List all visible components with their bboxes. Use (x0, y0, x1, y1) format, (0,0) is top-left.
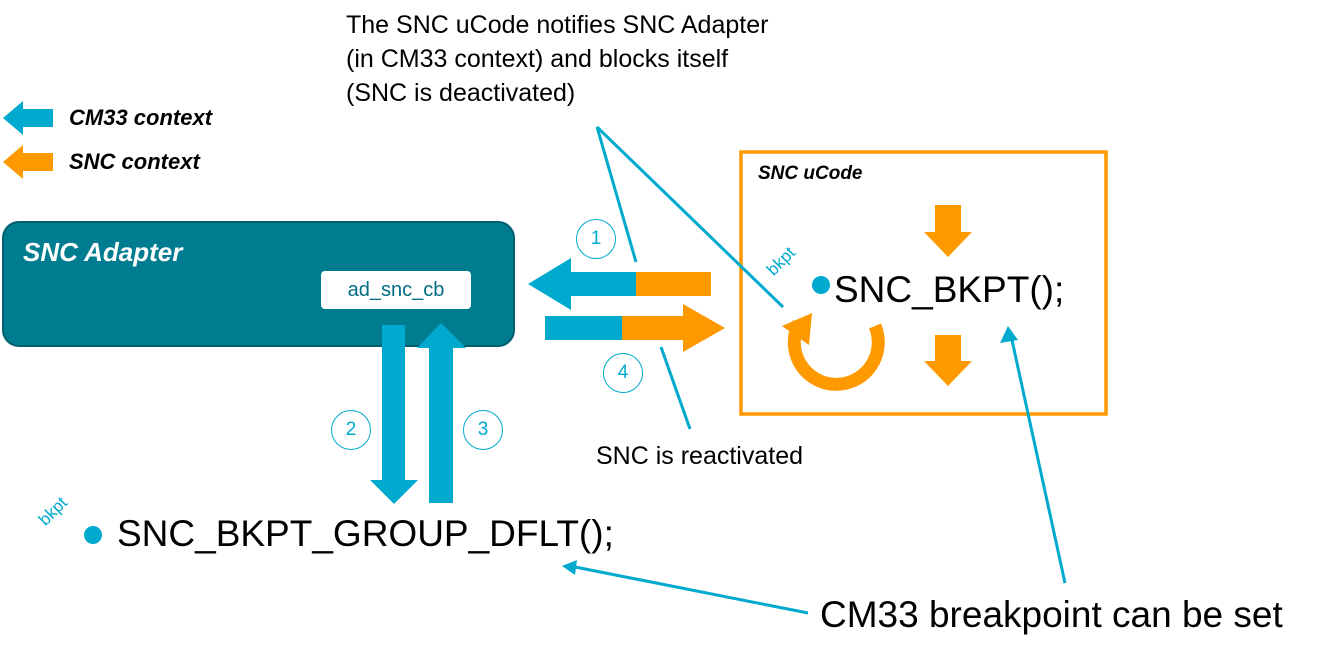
note-notify-line-1: The SNC uCode notifies SNC Adapter (346, 11, 769, 39)
legend-snc-arrow-icon (3, 145, 53, 179)
callout-arrowhead-group-icon (562, 560, 577, 575)
note-notify-line-3: (SNC is deactivated) (346, 79, 576, 107)
step-3-badge: 3 (463, 410, 503, 450)
note-notify-line-2: (in CM33 context) and blocks itself (346, 45, 729, 73)
callback-box (321, 271, 471, 309)
callout-line-notify-2 (595, 125, 785, 309)
down-arrow-bottom-icon (924, 335, 972, 386)
callback-name: ad_snc_cb (347, 279, 445, 301)
down-arrow-top-icon (924, 205, 972, 257)
step-1-badge: 1 (576, 219, 616, 259)
callout-line-notify-1 (595, 126, 638, 263)
callout-line-reactivated (659, 346, 692, 430)
legend-snc-label: SNC context (69, 149, 200, 174)
snc-ucode-title: SNC uCode (758, 163, 863, 184)
ucode-bkpt-call: SNC_BKPT(); (834, 269, 1065, 310)
legend-cm33-label: CM33 context (69, 105, 213, 130)
step-4-badge: 4 (603, 353, 643, 393)
arrow-4-cm33-segment (545, 316, 623, 340)
snc-adapter-title: SNC Adapter (23, 237, 183, 267)
arrow-4-snc-segment (622, 316, 684, 340)
arrow-1-cm33-segment (570, 272, 636, 296)
note-reactivated: SNC is reactivated (596, 442, 804, 470)
arrow-4-head-icon (683, 304, 725, 352)
arrow-2-down-icon (370, 325, 418, 504)
note-cm33-breakpoint: CM33 breakpoint can be set (820, 594, 1283, 635)
callout-arrowhead-ucode-icon (1000, 326, 1018, 343)
arrow-1-head-icon (528, 258, 571, 310)
group-bkpt-dot (84, 526, 102, 544)
callout-line-breakpoint-2 (569, 564, 809, 615)
step-2-badge: 2 (331, 410, 371, 450)
loop-arrow-icon (787, 320, 885, 391)
arrow-3-up-icon (417, 323, 466, 503)
snc-adapter-box (2, 221, 515, 347)
group-bkpt-call: SNC_BKPT_GROUP_DFLT(); (117, 513, 614, 554)
ucode-bkpt-dot (812, 276, 830, 294)
arrow-1-snc-segment (636, 272, 711, 296)
legend-cm33-arrow-icon (3, 101, 53, 135)
callout-line-breakpoint-1 (1008, 330, 1067, 584)
loop-arrow-head-icon (782, 313, 812, 345)
snc-ucode-box (739, 150, 1108, 416)
